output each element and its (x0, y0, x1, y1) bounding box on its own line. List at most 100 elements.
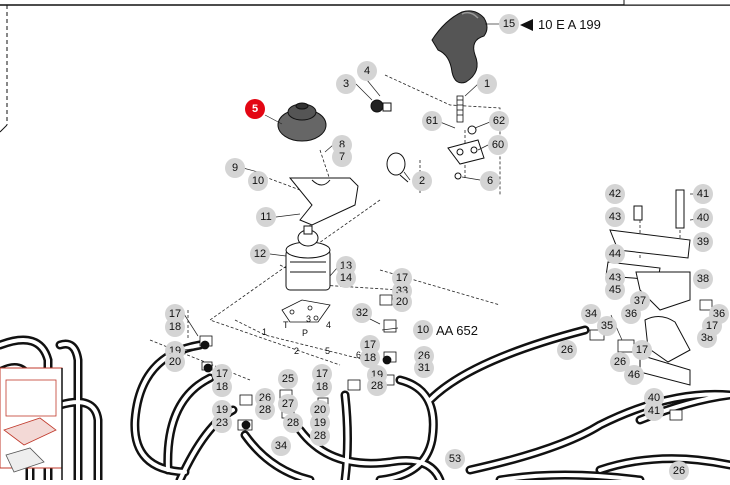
callout-c10b[interactable]: 10 (413, 320, 433, 340)
callout-number: 61 (426, 115, 438, 127)
callout-bubble (256, 207, 276, 227)
callout-c11[interactable]: 11 (256, 207, 276, 227)
callout-bubble (489, 111, 509, 131)
callout-number: 9 (232, 162, 238, 174)
callout-bubble (610, 352, 630, 372)
callout-number: 37 (634, 295, 646, 307)
callout-bubble (605, 280, 625, 300)
callout-c7[interactable]: 7 (332, 147, 352, 167)
callout-bubble (278, 369, 298, 389)
callout-c18c[interactable]: 18 (212, 377, 232, 397)
callout-number: 45 (609, 284, 621, 296)
callout-c62[interactable]: 62 (489, 111, 509, 131)
callout-number: 17 (169, 308, 181, 320)
callout-bubble (248, 171, 268, 191)
callout-number: 20 (169, 356, 181, 368)
callout-c39[interactable]: 39 (693, 232, 713, 252)
callout-c15[interactable]: 15 (499, 14, 519, 34)
callout-c14[interactable]: 14 (336, 268, 356, 288)
callout-number: 7 (339, 151, 345, 163)
callout-number: 10 (417, 324, 429, 336)
callout-c40a[interactable]: 40 (693, 208, 713, 228)
ref-text-10EA199: 10 E A 199 (538, 17, 601, 32)
callout-c18a[interactable]: 18 (165, 317, 185, 337)
callout-c34b[interactable]: 34 (581, 304, 601, 324)
callout-c20b[interactable]: 20 (165, 352, 185, 372)
callout-number: 34 (585, 308, 597, 320)
callout-number: 41 (648, 405, 660, 417)
callout-number: 23 (216, 417, 228, 429)
callout-c26c[interactable]: 26 (557, 340, 577, 360)
boot-part (277, 102, 327, 142)
callout-c28d[interactable]: 28 (283, 413, 303, 433)
callout-number: 18 (169, 321, 181, 333)
callout-c44[interactable]: 44 (605, 244, 625, 264)
callout-c36a[interactable]: 36 (621, 304, 641, 324)
callout-bubble (278, 394, 298, 414)
callout-number: 28 (259, 404, 271, 416)
callout-c53[interactable]: 53 (445, 449, 465, 469)
callout-number: 28 (287, 417, 299, 429)
callout-c9[interactable]: 9 (225, 158, 245, 178)
callout-c27[interactable]: 27 (278, 394, 298, 414)
callout-c46[interactable]: 46 (624, 365, 644, 385)
callout-bubble (332, 147, 352, 167)
callout-c2[interactable]: 2 (412, 171, 432, 191)
callout-c28a[interactable]: 28 (255, 400, 275, 420)
callout-c32[interactable]: 32 (352, 303, 372, 323)
inset-thumbnail (0, 367, 63, 480)
callout-c60[interactable]: 60 (488, 135, 508, 155)
callout-c6[interactable]: 6 (480, 171, 500, 191)
callout-c25[interactable]: 25 (278, 369, 298, 389)
callout-c28b[interactable]: 28 (367, 376, 387, 396)
callout-number: 15 (503, 18, 515, 30)
callout-c41b[interactable]: 41 (644, 401, 664, 421)
callout-c41[interactable]: 41 (693, 184, 713, 204)
callout-c17f[interactable]: 17 (632, 340, 652, 360)
callout-c61[interactable]: 61 (422, 111, 442, 131)
callout-c18d[interactable]: 18 (312, 377, 332, 397)
callout-c18b[interactable]: 18 (360, 348, 380, 368)
callout-bubble (212, 413, 232, 433)
callout-c4[interactable]: 4 (357, 61, 377, 81)
clamp-part (370, 99, 409, 183)
callout-bubble (422, 111, 442, 131)
callout-c42[interactable]: 42 (605, 184, 625, 204)
callout-c34a[interactable]: 34 (271, 436, 291, 456)
callout-bubble (392, 292, 412, 312)
callout-c38a[interactable]: 38 (693, 269, 713, 289)
callout-c28c[interactable]: 28 (310, 426, 330, 446)
callout-bubble (632, 340, 652, 360)
callout-c17g[interactable]: 17 (702, 316, 722, 336)
callout-c20a[interactable]: 20 (392, 292, 412, 312)
callout-number: 35 (601, 320, 613, 332)
callout-c23[interactable]: 23 (212, 413, 232, 433)
callout-number: 26 (561, 344, 573, 356)
callout-number: 40 (648, 392, 660, 404)
bolt-part (456, 95, 464, 123)
callout-c45[interactable]: 45 (605, 280, 625, 300)
callout-number: 25 (282, 373, 294, 385)
callout-c31[interactable]: 31 (414, 358, 434, 378)
callout-c5[interactable]: 5 (245, 99, 265, 119)
callout-number: 28 (314, 430, 326, 442)
callout-bubble (255, 400, 275, 420)
marker-T: T (283, 320, 289, 330)
callout-c26d[interactable]: 26 (610, 352, 630, 372)
callout-number: 17 (636, 344, 648, 356)
callout-number: 41 (697, 188, 709, 200)
callout-bubble (557, 340, 577, 360)
callout-c10a[interactable]: 10 (248, 171, 268, 191)
callout-c12[interactable]: 12 (250, 244, 270, 264)
callout-c1[interactable]: 1 (477, 74, 497, 94)
callout-c43a[interactable]: 43 (605, 207, 625, 227)
callout-number: 17 (216, 368, 228, 380)
callout-c3[interactable]: 3 (336, 74, 356, 94)
callout-c35[interactable]: 35 (597, 316, 617, 336)
callout-bubble (669, 461, 689, 481)
callout-number: 14 (340, 272, 352, 284)
callout-c26e[interactable]: 26 (669, 461, 689, 481)
callout-bubble (336, 74, 356, 94)
callout-number: 5 (252, 103, 258, 115)
